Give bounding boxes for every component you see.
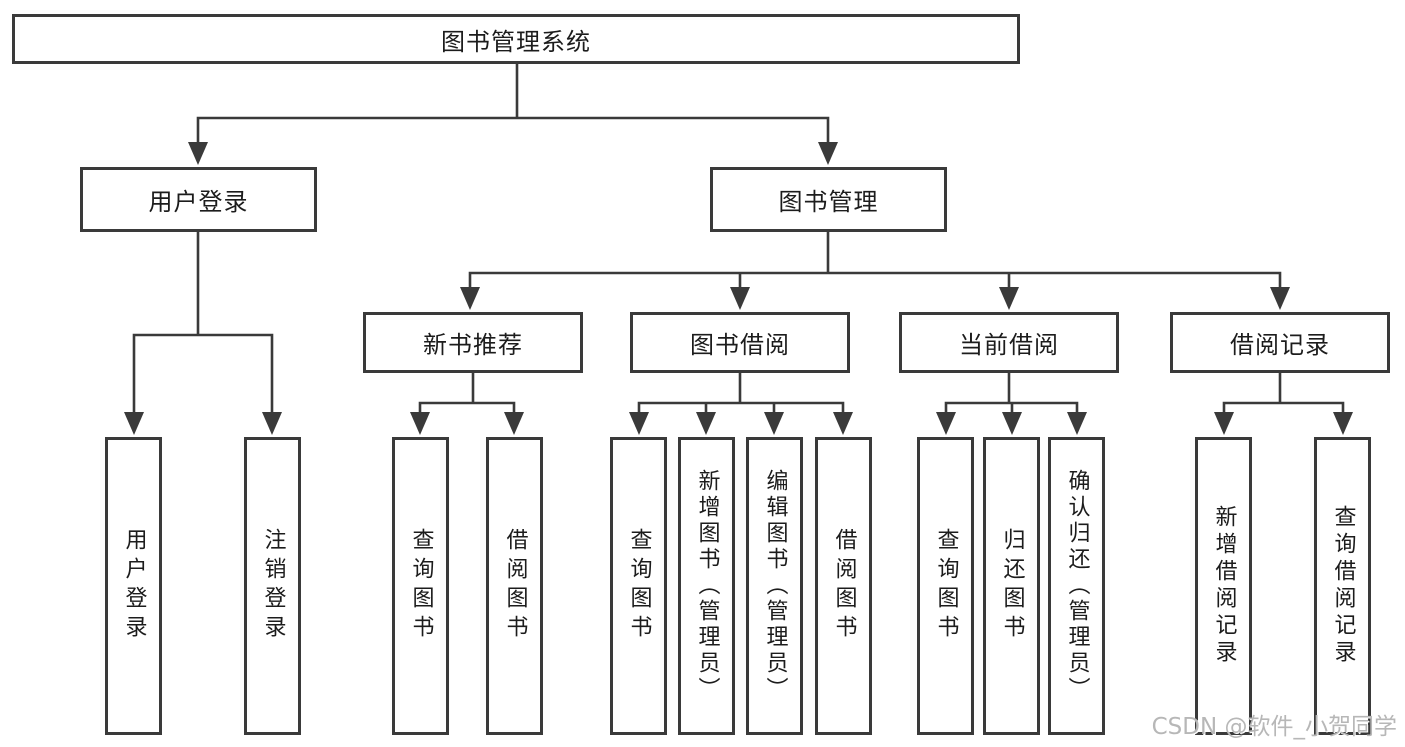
leaf-bb-edit-books: 编辑图书（管理员） [746,437,803,735]
leaf-bb-query-books: 查询图书 [610,437,667,735]
leaf-cb-return-books: 归还图书 [983,437,1040,735]
leaf-br-add-record: 新增借阅记录 [1195,437,1252,735]
leaf-br-query-record: 查询借阅记录 [1314,437,1371,735]
node-new-book-recommend: 新书推荐 [363,312,583,373]
leaf-cb-return-books-label: 归还图书 [999,528,1025,644]
leaf-cb-confirm-return: 确认归还（管理员） [1048,437,1105,735]
leaf-br-query-record-label: 查询借阅记录 [1330,505,1356,667]
leaf-bb-query-books-label: 查询图书 [626,528,652,644]
node-user-login-label: 用户登录 [148,188,249,216]
leaf-nbr-borrow-books-label: 借阅图书 [502,528,528,644]
node-book-borrowing: 图书借阅 [630,312,850,373]
leaf-br-add-record-label: 新增借阅记录 [1211,505,1237,667]
node-book-management: 图书管理 [710,167,947,232]
node-new-book-recommend-label: 新书推荐 [423,331,523,359]
node-borrowing-records-label: 借阅记录 [1230,331,1330,359]
node-user-login: 用户登录 [80,167,317,232]
connector-arrowheads [124,142,1353,435]
watermark: CSDN @软件_小贺同学 [1151,714,1397,740]
leaf-bb-borrow-books-label: 借阅图书 [831,528,857,644]
leaf-cb-confirm-return-label: 确认归还（管理员） [1064,469,1090,703]
node-root-label: 图书管理系统 [441,27,591,56]
node-book-management-label: 图书管理 [778,188,879,216]
node-book-borrowing-label: 图书借阅 [690,331,790,359]
leaf-logout-label: 注销登录 [260,528,286,644]
leaf-nbr-query-books-label: 查询图书 [408,528,434,644]
leaf-bb-borrow-books: 借阅图书 [815,437,872,735]
node-current-borrowing-label: 当前借阅 [959,331,1059,359]
leaf-nbr-query-books: 查询图书 [392,437,449,735]
leaf-bb-add-books-label: 新增图书（管理员） [694,469,720,703]
leaf-cb-query-books: 查询图书 [917,437,974,735]
leaf-logout: 注销登录 [244,437,301,735]
node-current-borrowing: 当前借阅 [899,312,1119,373]
leaf-nbr-borrow-books: 借阅图书 [486,437,543,735]
leaf-user-login-label: 用户登录 [121,528,147,644]
leaf-bb-edit-books-label: 编辑图书（管理员） [762,469,788,703]
leaf-bb-add-books: 新增图书（管理员） [678,437,735,735]
leaf-cb-query-books-label: 查询图书 [933,528,959,644]
node-root: 图书管理系统 [12,14,1020,64]
leaf-user-login: 用户登录 [105,437,162,735]
node-borrowing-records: 借阅记录 [1170,312,1390,373]
